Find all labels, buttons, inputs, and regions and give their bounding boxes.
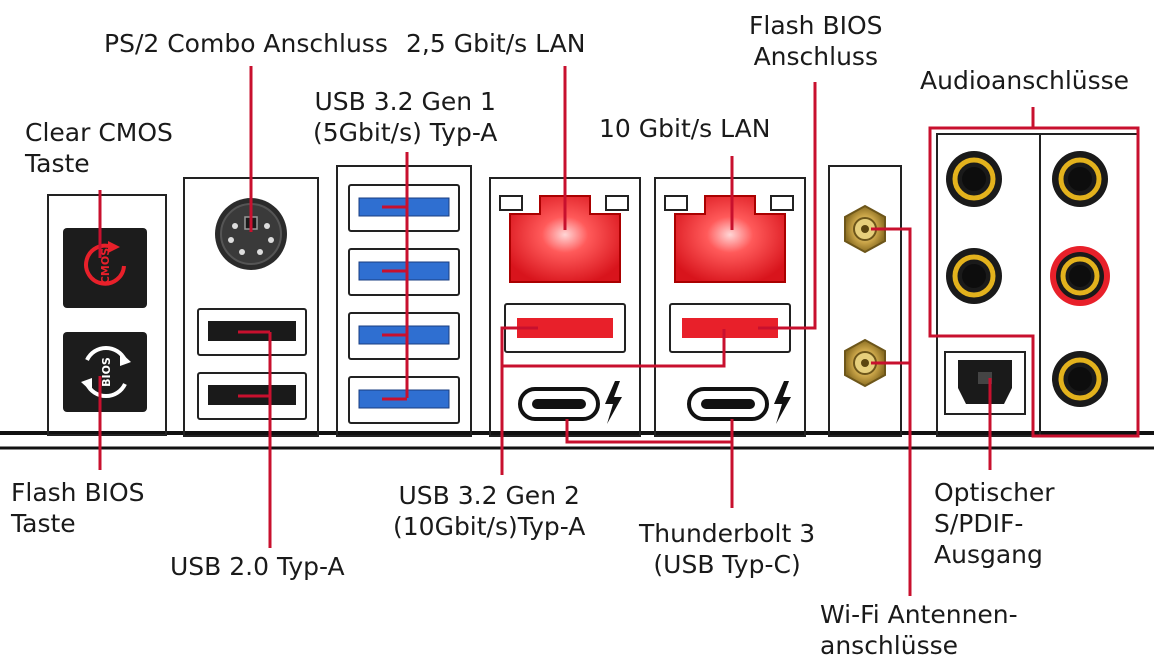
leader-lines: [98, 66, 1140, 596]
label-audio: Audioanschlüsse: [920, 66, 1130, 95]
label-clear-cmos: Clear CMOS Taste: [25, 118, 173, 178]
label-usb32g1: USB 3.2 Gen 1 (5Gbit/s) Typ-A: [313, 87, 498, 147]
audio-jack-5[interactable]: [1052, 351, 1108, 407]
rj45-port-icon: [509, 195, 621, 283]
thunderbolt-icon: [605, 381, 622, 424]
label-thunderbolt: Thunderbolt 3 (USB Typ-C): [639, 519, 816, 579]
leader-thunderbolt: [565, 419, 734, 508]
usb32-gen1-section: [336, 165, 472, 437]
leader-audio: [928, 107, 1140, 438]
label-flash-bios-button: Flash BIOS Taste: [11, 478, 145, 538]
audio-section: [936, 133, 1139, 437]
bios-button-glyph: BIOS: [100, 357, 113, 387]
label-usb20: USB 2.0 Typ-A: [170, 552, 345, 581]
lan-10g-port[interactable]: [674, 195, 786, 283]
leader-usb32g1: [382, 152, 409, 401]
audio-jack-4-red[interactable]: [1050, 246, 1110, 306]
thunderbolt-port-right[interactable]: [687, 381, 791, 424]
thunderbolt-icon: [774, 381, 791, 424]
label-wifi: Wi-Fi Antennen- anschlüsse: [820, 600, 1018, 660]
buttons-section: CMOS BIOS: [47, 194, 167, 436]
audio-jack-2[interactable]: [1052, 151, 1108, 207]
label-flash-bios-port: Flash BIOS Anschluss: [749, 11, 883, 71]
leader-usb32g2: [500, 326, 726, 475]
optical-spdif-port[interactable]: [944, 351, 1026, 415]
cmos-button-glyph: CMOS: [99, 248, 112, 284]
usb32-gen2-port-left[interactable]: [504, 303, 626, 353]
leader-flash-bios-port: [758, 82, 817, 330]
rj45-port-icon: [674, 195, 786, 283]
audio-jack-3[interactable]: [946, 248, 1002, 304]
lan25-section: [489, 177, 641, 437]
thunderbolt-port-left[interactable]: [518, 381, 622, 424]
toslink-icon: [958, 360, 1012, 404]
lan10-section: [654, 177, 806, 437]
flash-bios-button[interactable]: BIOS: [63, 332, 147, 412]
label-lan10: 10 Gbit/s LAN: [599, 114, 771, 143]
flash-bios-usb-port[interactable]: [669, 303, 791, 353]
bios-refresh-icon: BIOS: [81, 346, 131, 398]
lan-25g-port[interactable]: [509, 195, 621, 283]
audio-jacks: [946, 151, 1110, 407]
leader-usb20: [238, 330, 272, 548]
audio-jack-1[interactable]: [946, 151, 1002, 207]
leader-wifi: [871, 227, 912, 596]
panel-base-lines: [0, 431, 1154, 450]
label-usb32g2: USB 3.2 Gen 2 (10Gbit/s)Typ-A: [393, 481, 586, 541]
label-optical: Optischer S/PDIF- Ausgang: [934, 478, 1055, 569]
label-lan25: 2,5 Gbit/s LAN: [406, 29, 586, 58]
label-ps2: PS/2 Combo Anschluss: [104, 29, 388, 58]
wifi-antenna-section: [828, 165, 902, 437]
clear-cmos-button[interactable]: CMOS: [63, 228, 147, 308]
